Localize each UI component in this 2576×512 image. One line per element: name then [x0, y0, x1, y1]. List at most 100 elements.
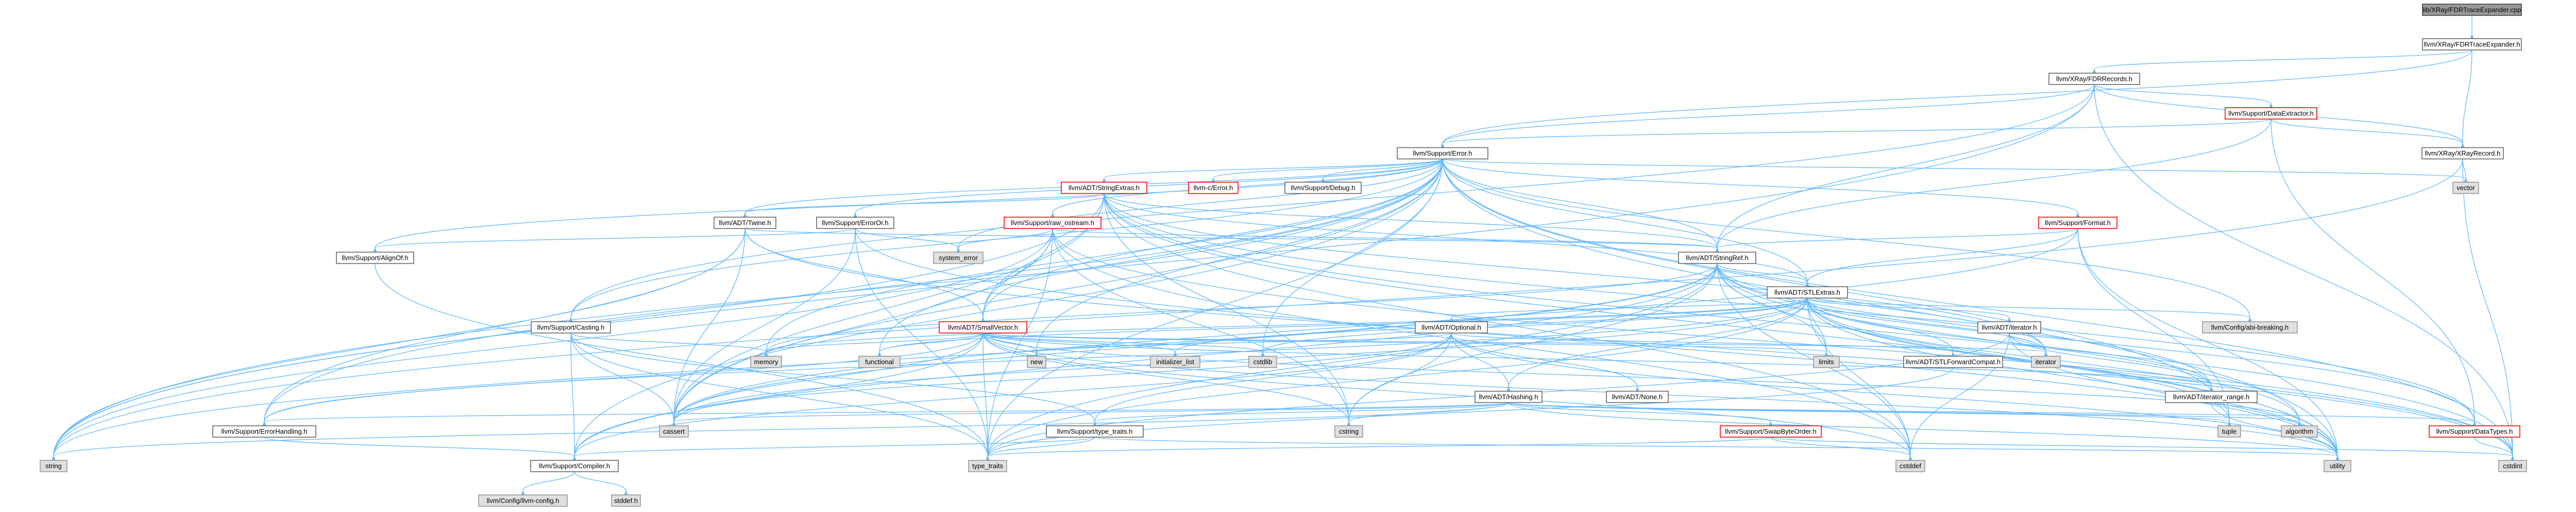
node-label: type_traits — [972, 462, 1003, 470]
graph-node-strext[interactable]: llvm/ADT/StringExtras.h — [1061, 181, 1147, 194]
node-box — [2421, 147, 2504, 160]
graph-node-none[interactable]: llvm/ADT/None.h — [1606, 390, 1669, 403]
edge-stlextras-to-cstddef — [1807, 298, 1913, 461]
edge-optional-to-cassert — [671, 333, 1452, 426]
node-label: cstdint — [2503, 462, 2522, 470]
edge-rawos-to-cstring — [1052, 228, 1351, 426]
edge-twine-to-string — [51, 228, 745, 461]
edge-hashing-to-swaporder — [1508, 402, 1773, 426]
graph-node-cerror[interactable]: llvm-c/Error.h — [1188, 181, 1239, 194]
edge-optional-to-compiler — [572, 333, 1452, 461]
node-box — [2165, 390, 2258, 403]
edge-compiler-to-llvmconfig — [520, 471, 575, 496]
graph-node-cassert: cassert — [659, 425, 689, 438]
edge-error-to-cstdint — [1442, 159, 2515, 461]
edge-hashing-to-datatypes — [1508, 402, 2477, 426]
edge-fdrte-to-fdrrec — [2092, 49, 2472, 74]
edge-hashing-to-utility — [1508, 402, 2340, 461]
node-label: llvm/Support/AlignOf.h — [342, 254, 408, 262]
node-label: algorithm — [2285, 428, 2313, 435]
graph-node-root[interactable]: lib/XRay/FDRTraceExpander.cpp — [2422, 4, 2522, 16]
edge-smallvec-to-algorithm — [982, 333, 2302, 426]
graph-node-debug[interactable]: llvm/Support/Debug.h — [1284, 181, 1362, 194]
graph-node-twine[interactable]: llvm/ADT/Twine.h — [714, 216, 776, 229]
graph-node-fdrrec[interactable]: llvm/XRay/FDRRecords.h — [2048, 73, 2140, 85]
graph-node-cstdlib: cstdlib — [1248, 355, 1277, 368]
node-box — [1004, 216, 1101, 229]
graph-node-optional[interactable]: llvm/ADT/Optional.h — [1415, 321, 1488, 334]
node-box — [858, 355, 901, 368]
edge-fdrrec-to-stringref — [1715, 84, 2095, 253]
node-label: functional — [865, 358, 894, 366]
graph-node-stlextras[interactable]: llvm/ADT/STLExtras.h — [1767, 286, 1848, 299]
graph-node-typetraits[interactable]: llvm/Support/type_traits.h — [1046, 425, 1144, 438]
edge-stlextras-to-memory — [764, 298, 1808, 357]
node-box — [212, 425, 316, 438]
graph-node-smallvec[interactable]: llvm/ADT/SmallVector.h — [939, 321, 1027, 334]
graph-node-xrec[interactable]: llvm/XRay/XRayRecord.h — [2421, 147, 2504, 160]
graph-node-alignof[interactable]: llvm/Support/AlignOf.h — [336, 251, 414, 264]
graph-node-datatypes[interactable]: llvm/Support/DataTypes.h — [2429, 425, 2520, 438]
edge-stringref-to-compiler — [572, 263, 1718, 461]
edge-stlextras-to-cstdlib — [1260, 298, 1808, 357]
graph-node-casting[interactable]: llvm/Support/Casting.h — [531, 321, 611, 334]
node-label: llvm/ADT/StringExtras.h — [1069, 184, 1140, 192]
graph-node-adtiter[interactable]: llvm/ADT/iterator.h — [1977, 321, 2041, 334]
node-box — [714, 216, 776, 229]
edge-fdrrec-to-dataext — [2094, 84, 2274, 109]
graph-node-hashing[interactable]: llvm/ADT/Hashing.h — [1475, 390, 1543, 403]
node-label: llvm/ADT/Twine.h — [719, 219, 771, 227]
graph-node-iterrange[interactable]: llvm/ADT/iterator_range.h — [2165, 390, 2258, 403]
edge-casting-to-memory — [570, 332, 769, 357]
edge-stringref-to-iteratorstd — [1717, 263, 2048, 357]
graph-node-llvmconfig: llvm/Config/llvm-config.h — [478, 494, 568, 507]
node-box — [1720, 425, 1822, 438]
graph-node-utility: utility — [2324, 459, 2351, 472]
graph-node-tuple: tuple — [2217, 425, 2241, 438]
edge-smallvec-to-functional — [877, 333, 984, 357]
edge-optional-to-typetraits — [1092, 333, 1452, 426]
edge-error-to-format — [1442, 159, 2080, 218]
node-box — [2429, 425, 2520, 438]
node-box — [531, 321, 611, 334]
edge-strext-to-stringref — [1104, 193, 1720, 253]
graph-node-stlfwd[interactable]: llvm/ADT/STLForwardCompat.h — [1903, 355, 2003, 368]
edge-stlextras-to-functional — [877, 298, 1808, 357]
graph-node-compiler[interactable]: llvm/Support/Compiler.h — [530, 459, 619, 472]
node-label: llvm/Support/ErrorHandling.h — [222, 428, 308, 435]
graph-node-rawos[interactable]: llvm/Support/raw_ostream.h — [1004, 216, 1101, 229]
edge-error-to-syserr — [956, 159, 1443, 253]
graph-node-errhandling[interactable]: llvm/Support/ErrorHandling.h — [212, 425, 316, 438]
graph-node-stringref[interactable]: llvm/ADT/StringRef.h — [1678, 251, 1756, 264]
edge-stringref-to-type_traits — [985, 263, 1718, 461]
edge-stringref-to-stlextras — [1717, 263, 1810, 287]
graph-node-dataext[interactable]: llvm/Support/DataExtractor.h — [2225, 107, 2317, 120]
edge-fdrrec-to-error — [1440, 84, 2095, 148]
edge-error-to-memory — [764, 159, 1443, 357]
node-label: llvm/Support/ErrorOr.h — [822, 219, 888, 227]
edge-fdrrec-to-cstdint — [2094, 84, 2515, 461]
node-label: cstddef — [1900, 462, 1921, 470]
edge-erroror-to-utility — [855, 228, 2340, 461]
edge-optional-to-hashing — [1451, 333, 1511, 392]
edge-layer — [51, 15, 2515, 496]
graph-node-swaporder[interactable]: llvm/Support/SwapByteOrder.h — [1720, 425, 1822, 438]
edge-error-to-breaking — [1442, 159, 2252, 322]
edge-fdrrec-to-casting — [568, 84, 2095, 322]
edge-stlextras-to-limits — [1807, 298, 1829, 357]
edge-stlextras-to-breaking — [1807, 298, 2252, 322]
graph-node-format[interactable]: llvm/Support/Format.h — [2038, 216, 2117, 229]
graph-node-error[interactable]: llvm/Support/Error.h — [1397, 147, 1488, 160]
node-box — [1150, 355, 1200, 368]
edge-stlextras-to-iterrange — [1807, 298, 2214, 392]
edge-dataext-to-stringref — [1715, 119, 2272, 253]
edge-smallvec-to-errhandling — [262, 333, 984, 426]
edge-hashing-to-typetraits — [1092, 402, 1509, 426]
graph-node-syserr: system_error — [933, 251, 984, 264]
node-label: utility — [2330, 462, 2345, 470]
edge-rawos-to-string — [51, 228, 1053, 461]
graph-node-fdrte[interactable]: llvm/XRay/FDRTraceExpander.h — [2422, 38, 2522, 50]
graph-node-erroror[interactable]: llvm/Support/ErrorOr.h — [816, 216, 894, 229]
node-box — [1046, 425, 1144, 438]
